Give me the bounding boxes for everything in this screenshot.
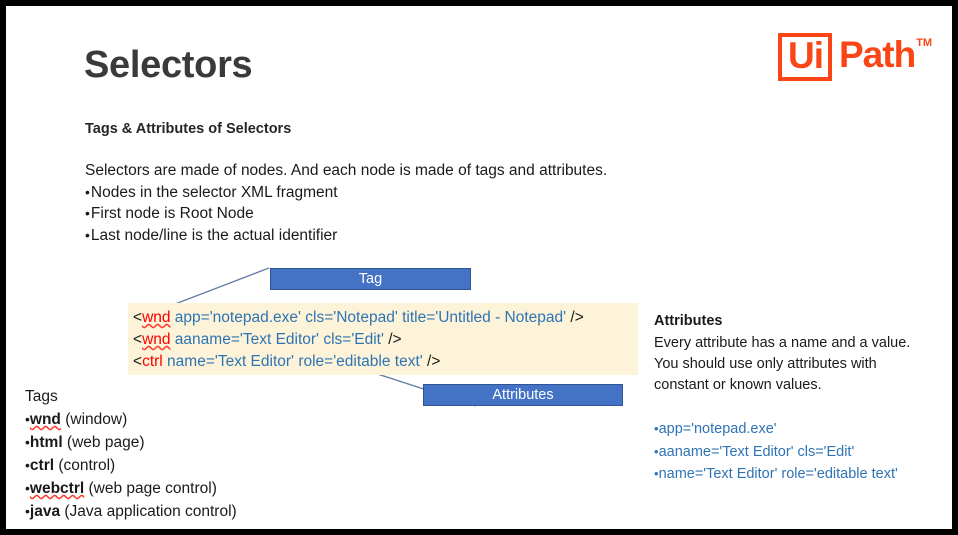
selector-xml-code-block: <wnd app='notepad.exe' cls='Notepad' tit…: [128, 303, 638, 375]
tags-legend-item-html: html (web page): [25, 431, 237, 454]
intro-text-block: Selectors are made of nodes. And each no…: [85, 160, 685, 246]
logo-trademark-icon: TM: [916, 37, 933, 49]
section-subtitle: Tags & Attributes of Selectors: [85, 121, 292, 137]
logo-path-word: Path: [839, 34, 916, 75]
code-line-1: <wnd app='notepad.exe' cls='Notepad' tit…: [133, 307, 638, 329]
code-line-2: <wnd aaname='Text Editor' cls='Edit' />: [133, 329, 638, 351]
code-line-1-tag: wnd: [142, 309, 171, 326]
code-line-2-open: <: [133, 331, 143, 348]
code-line-3: <ctrl name='Text Editor' role='editable …: [133, 351, 638, 373]
attributes-example-1: app='notepad.exe': [654, 418, 952, 441]
intro-bullet-3: Last node/line is the actual identifier: [85, 225, 685, 247]
tags-legend-item-ctrl: ctrl (control): [25, 454, 237, 477]
tags-legend-item-java-desc: (Java application control): [60, 503, 237, 520]
callout-attributes: Attributes: [423, 384, 623, 406]
tags-legend-item-ctrl-desc: (control): [54, 457, 116, 474]
callout-tag: Tag: [270, 268, 471, 290]
intro-bullet-1: Nodes in the selector XML fragment: [85, 182, 685, 204]
code-line-2-attrs: aaname='Text Editor' cls='Edit': [170, 331, 389, 348]
uipath-logo: Ui Path TM: [778, 33, 932, 81]
tags-legend-item-ctrl-name: ctrl: [29, 457, 55, 474]
code-line-1-close: />: [570, 309, 584, 326]
tags-legend-item-java-name: java: [29, 503, 61, 520]
tags-legend-item-wnd-name: wnd: [29, 411, 61, 428]
code-line-3-attrs: name='Text Editor' role='editable text': [162, 353, 428, 370]
code-line-3-open: <: [133, 353, 143, 370]
code-line-1-open: <: [133, 309, 143, 326]
attributes-example-2: aaname='Text Editor' cls='Edit': [654, 441, 952, 464]
tags-legend-item-html-desc: (web page): [62, 434, 145, 451]
attributes-panel-line-1: Every attribute has a name and a value.: [654, 335, 911, 351]
code-line-2-tag: wnd: [142, 331, 171, 348]
attributes-panel-header: Attributes: [654, 313, 723, 329]
code-line-3-close: />: [427, 353, 441, 370]
intro-bullet-2: First node is Root Node: [85, 203, 685, 225]
code-line-3-tag: ctrl: [142, 353, 163, 370]
tags-legend-item-java: java (Java application control): [25, 500, 237, 523]
tags-legend-item-html-name: html: [29, 434, 63, 451]
code-line-1-attrs: app='notepad.exe' cls='Notepad' title='U…: [170, 309, 571, 326]
tags-legend-list: Tags wnd (window) html (web page) ctrl (…: [25, 385, 237, 523]
tags-legend-item-webctrl-desc: (web page control): [84, 480, 217, 497]
attributes-examples-list: app='notepad.exe' aaname='Text Editor' c…: [654, 418, 952, 486]
tags-legend-item-webctrl-name: webctrl: [29, 480, 85, 497]
intro-lead-line: Selectors are made of nodes. And each no…: [85, 162, 608, 179]
attributes-panel-line-3: constant or known values.: [654, 377, 822, 393]
tags-legend-item-wnd-desc: (window): [60, 411, 128, 428]
tags-legend-item-wnd: wnd (window): [25, 408, 237, 431]
logo-ui-box: Ui: [778, 33, 832, 81]
attributes-panel-line-2: You should use only attributes with: [654, 356, 877, 372]
code-line-2-close: />: [388, 331, 402, 348]
tags-legend-item-webctrl: webctrl (web page control): [25, 477, 237, 500]
tags-legend-header: Tags: [25, 388, 58, 405]
attributes-example-3: name='Text Editor' role='editable text': [654, 463, 952, 486]
attributes-panel: Attributes Every attribute has a name an…: [654, 311, 952, 396]
page-title: Selectors: [84, 44, 253, 86]
